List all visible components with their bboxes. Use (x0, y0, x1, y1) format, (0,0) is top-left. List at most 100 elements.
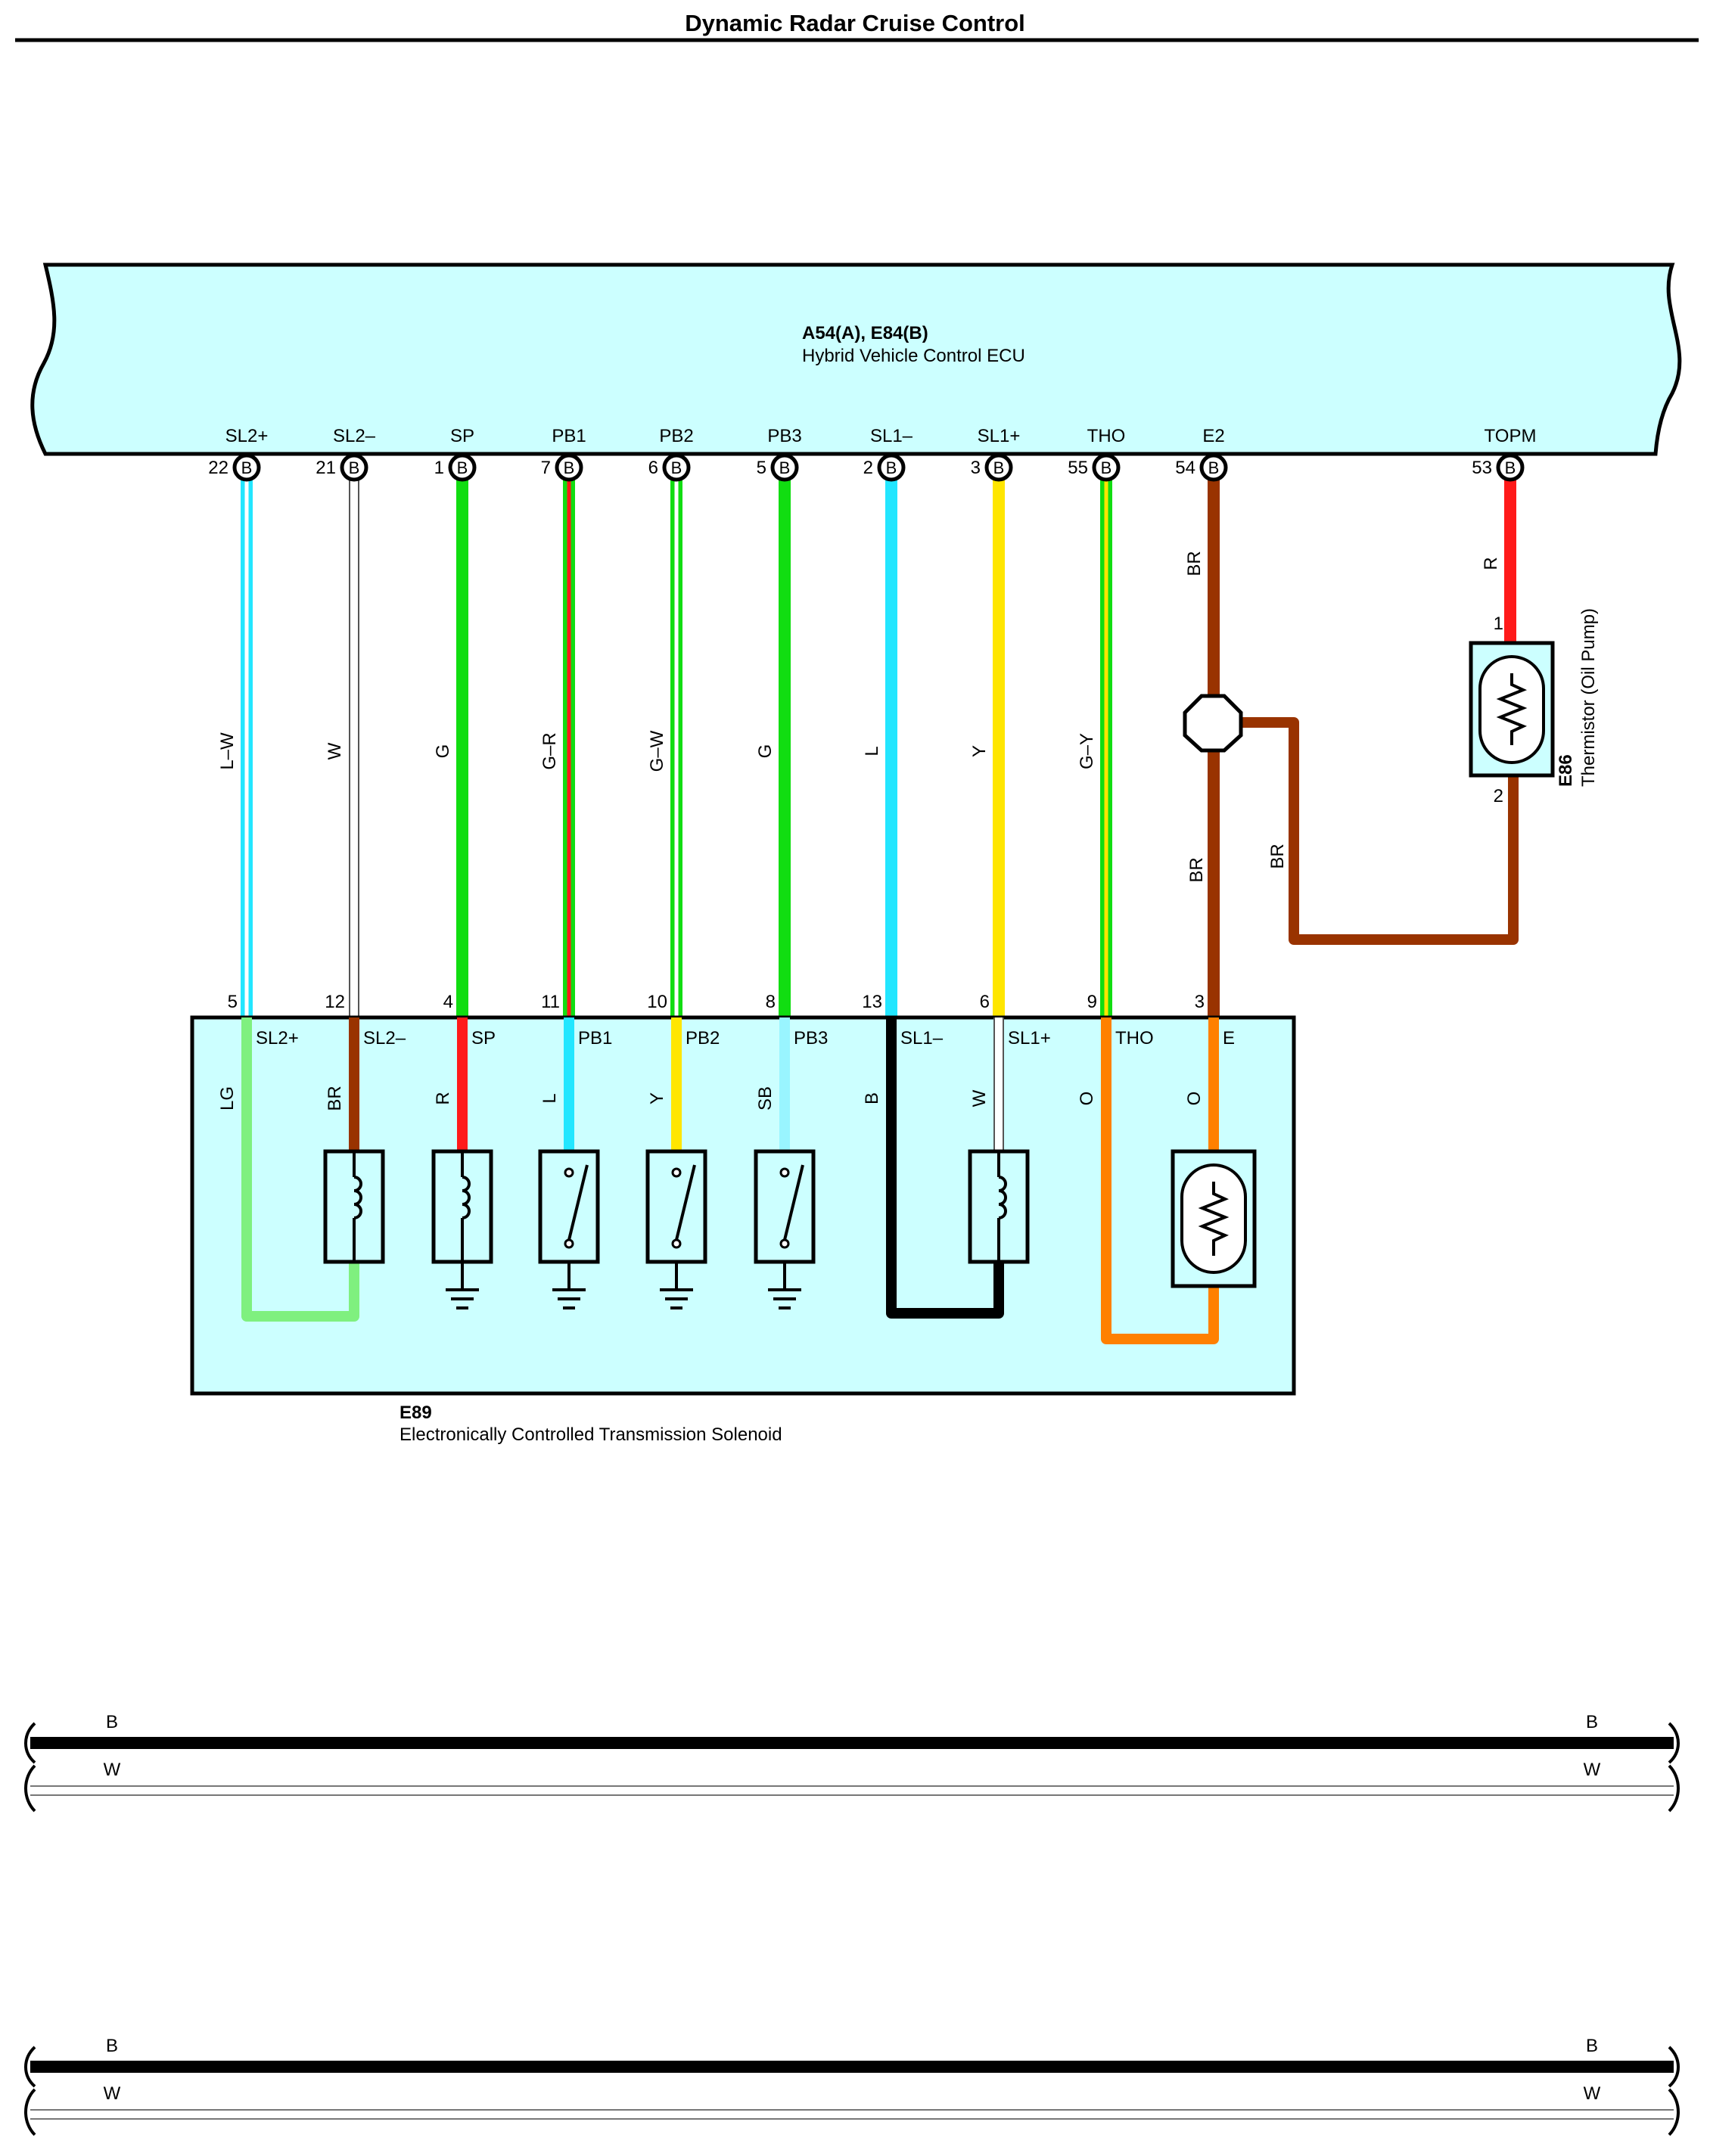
wire-0: L–W (217, 480, 253, 1017)
solenoid-wire-code: LG (217, 1086, 238, 1111)
bus-break-right (1668, 1722, 1680, 1813)
wire-3: G–R (539, 480, 575, 1017)
switch-contact-bottom (564, 1238, 574, 1249)
solenoid-terminal-label: SL2– (363, 1028, 406, 1048)
ecu-pin-label: SL1– (870, 426, 913, 446)
solenoid-terminal-label: PB3 (794, 1028, 828, 1048)
ecu-pin-label: TOPM (1485, 426, 1537, 446)
ecu-name: Hybrid Vehicle Control ECU (802, 346, 1025, 366)
ecu-pin-number: 5 (757, 458, 766, 478)
ecu-pin-7: SL1+B3 (971, 426, 1020, 482)
switch-contact-bottom (671, 1238, 682, 1249)
internal-wire-tho (1101, 1017, 1219, 1344)
wire-4: G–W (647, 480, 682, 1017)
coil-winding (998, 1176, 1007, 1219)
solenoid-terminal-pin: 11 (541, 992, 560, 1012)
ecu-pin-number: 3 (971, 458, 981, 478)
ecu-connector-ref: A54(A), E84(B) (802, 323, 928, 343)
ecu-pin-connector: B (1101, 458, 1112, 477)
solenoid-terminal-pin: 10 (647, 992, 667, 1012)
solenoid-terminal-label: PB2 (686, 1028, 720, 1048)
ecu-pin-connector: B (1208, 458, 1220, 477)
solenoid-terminal-pin: 12 (325, 992, 345, 1012)
ecu-pin-label: SL2– (333, 426, 376, 446)
ecu-pin-number: 22 (208, 458, 229, 478)
e2-lower-wire-code: BR (1186, 857, 1207, 882)
solenoid-terminal-label: SP (471, 1028, 496, 1048)
solenoid-terminal-label: SL1– (900, 1028, 944, 1048)
thermistor-name: Thermistor (Oil Pump) (1578, 608, 1599, 787)
bus-line-code-right: W (1584, 1760, 1601, 1780)
bus-break-left (24, 1722, 36, 1813)
tho-thermistor-resistor (1198, 1182, 1230, 1256)
wire-7: Y (969, 480, 1005, 1017)
ecu-pin-number: 53 (1472, 458, 1492, 478)
ecu-pin-connector: B (564, 458, 575, 477)
switch-contact-top (564, 1167, 574, 1178)
ecu-pin-6: SL1–B2 (863, 426, 913, 482)
solenoid-terminal-pin: 3 (1195, 992, 1205, 1012)
ecu-pin-number: 21 (316, 458, 336, 478)
wire-code-1: W (325, 742, 345, 760)
wire-code-4: G–W (647, 730, 667, 772)
ecu-pin-circle (1092, 453, 1121, 482)
page-title: Dynamic Radar Cruise Control (685, 10, 1025, 36)
bus-break-right (1668, 2046, 1680, 2136)
wire-10: R (1481, 480, 1516, 643)
wire-code-8: G–Y (1077, 733, 1097, 769)
ecu-pin-number: 7 (541, 458, 551, 478)
solenoid-wire-code: O (1077, 1092, 1097, 1106)
solenoid-wire-code: O (1184, 1092, 1205, 1106)
wire-code-6: L (862, 746, 882, 756)
solenoid-wire-code: L (539, 1093, 560, 1103)
ecu-pin-circle (555, 453, 583, 482)
ecu-pin-circle (340, 453, 368, 482)
wire-code-3: G–R (539, 732, 560, 769)
solenoid-name: Electronically Controlled Transmission S… (400, 1424, 782, 1445)
bus-break-left (24, 2046, 36, 2136)
bus-line-code-right: W (1584, 2083, 1601, 2104)
splice-point (1183, 694, 1243, 753)
ecu-pin-connector: B (779, 458, 791, 477)
wire-code-9: BR (1184, 551, 1205, 576)
switch-contact-top (671, 1167, 682, 1178)
bus-line-code-left: B (106, 1712, 118, 1732)
coil-winding (353, 1176, 362, 1219)
solenoid-terminal-pin: 13 (862, 992, 882, 1012)
solenoid-terminal-pin: 5 (228, 992, 238, 1012)
ecu-pin-circle (1199, 453, 1228, 482)
ecu-pin-label: SP (450, 426, 474, 446)
wire-8: G–Y (1077, 480, 1112, 1017)
bus-line-code-left: B (106, 2036, 118, 2056)
ecu-pin-label: PB2 (659, 426, 693, 446)
ecu-pin-number: 1 (434, 458, 444, 478)
ecu-pin-circle (770, 453, 799, 482)
solenoid-terminal-label: SL2+ (256, 1028, 299, 1048)
solenoid-terminal-pin: 8 (766, 992, 776, 1012)
ecu-pin-circle (1496, 453, 1525, 482)
ecu-pin-connector: B (349, 458, 360, 477)
wire-5: G (755, 480, 791, 1017)
wire-code-5: G (755, 744, 776, 759)
thermistor-pin-top: 1 (1494, 614, 1503, 634)
internal-wire-sl2p (241, 1017, 359, 1322)
solenoid-wire-code: BR (325, 1086, 345, 1111)
wire-code-0: L–W (217, 732, 238, 770)
internal-wire-sl1m (886, 1017, 1004, 1319)
ecu-pin-circle (232, 453, 261, 482)
ecu-pin-1: SL2– B 21 (316, 426, 376, 482)
ecu-pin-circle (877, 453, 906, 482)
